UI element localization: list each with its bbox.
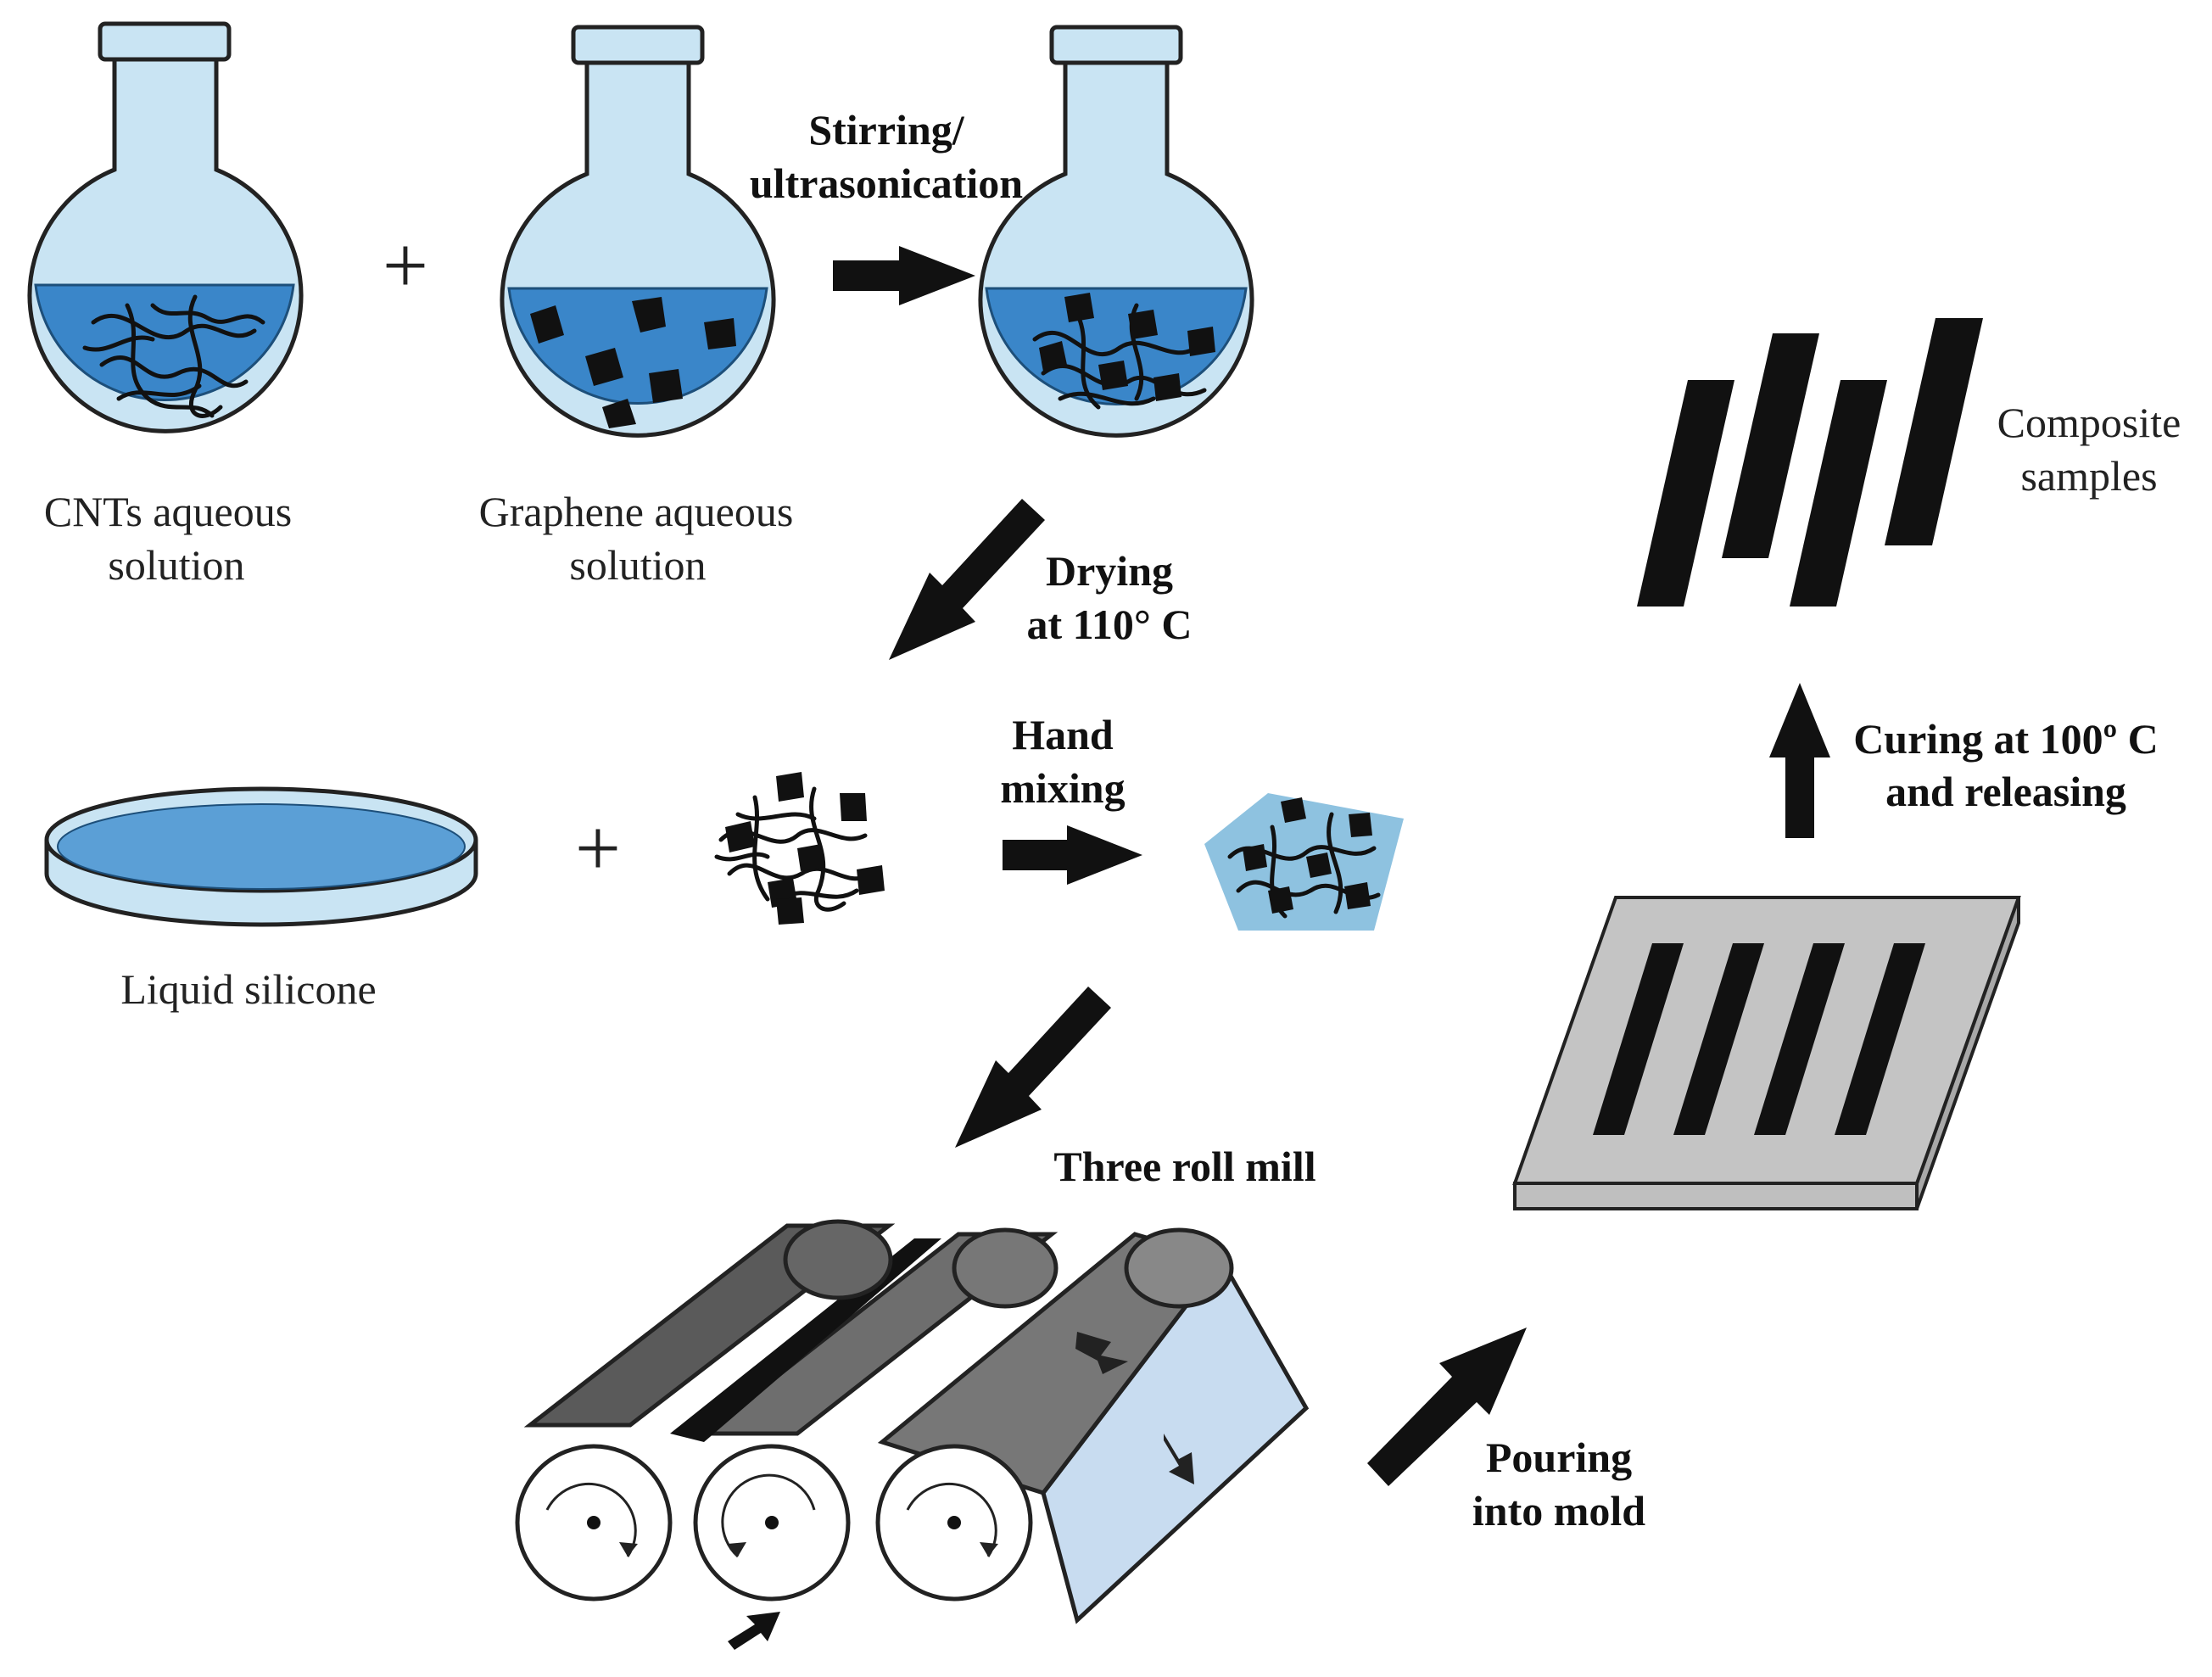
plus-sign-1: + [383, 220, 428, 310]
three-roll-mill [515, 1219, 1310, 1650]
curing-label-line2: and releasing [1885, 768, 2126, 815]
pouring-label-line1: Pouring [1486, 1434, 1632, 1481]
filler-cluster [714, 772, 885, 925]
mold [1512, 896, 2021, 1210]
cnts-label-line2: solution [108, 541, 244, 589]
composite-pentagon [1204, 793, 1404, 931]
graphene-label-line2: solution [569, 541, 706, 589]
drying-label-line1: Drying [1046, 547, 1173, 595]
cnts-label-line1: CNTs aqueous [44, 488, 292, 535]
carbon-nanotubes [82, 294, 265, 418]
drying-arrow [889, 499, 1045, 660]
curing-arrow [1769, 683, 1830, 838]
plus-sign-2: + [575, 802, 621, 893]
hand-mixing-label-line1: Hand [1012, 711, 1114, 758]
composite-label-line1: Composite [1997, 399, 2181, 446]
hand-mixing-arrow [1003, 825, 1142, 885]
liquid-silicone-label: Liquid silicone [120, 965, 376, 1013]
composite-samples [1637, 318, 1983, 607]
liquid-silicone-dish [44, 786, 478, 927]
composite-label-line2: samples [2020, 452, 2157, 500]
drying-label-line2: at 110° C [1027, 601, 1193, 648]
mixed-flask [978, 25, 1254, 438]
pouring-label-line2: into mold [1472, 1487, 1645, 1534]
stirring-label-line1: Stirring/ [808, 106, 964, 154]
stirring-label-line2: ultrasonication [750, 159, 1023, 207]
curing-label-line1: Curing at 100º C [1853, 715, 2159, 763]
stirring-arrow [833, 246, 975, 305]
graphene-label-line1: Graphene aqueous [479, 488, 794, 535]
graphene-flakes [530, 297, 736, 428]
cnts-flask [27, 21, 304, 433]
hand-mixing-label-line2: mixing [1000, 764, 1125, 812]
graphene-flask [500, 25, 776, 438]
mixed-fillers [1032, 293, 1215, 410]
to-mill-arrow [955, 987, 1111, 1148]
three-roll-mill-label: Three roll mill [1053, 1143, 1315, 1190]
pouring-arrow [1367, 1328, 1527, 1486]
